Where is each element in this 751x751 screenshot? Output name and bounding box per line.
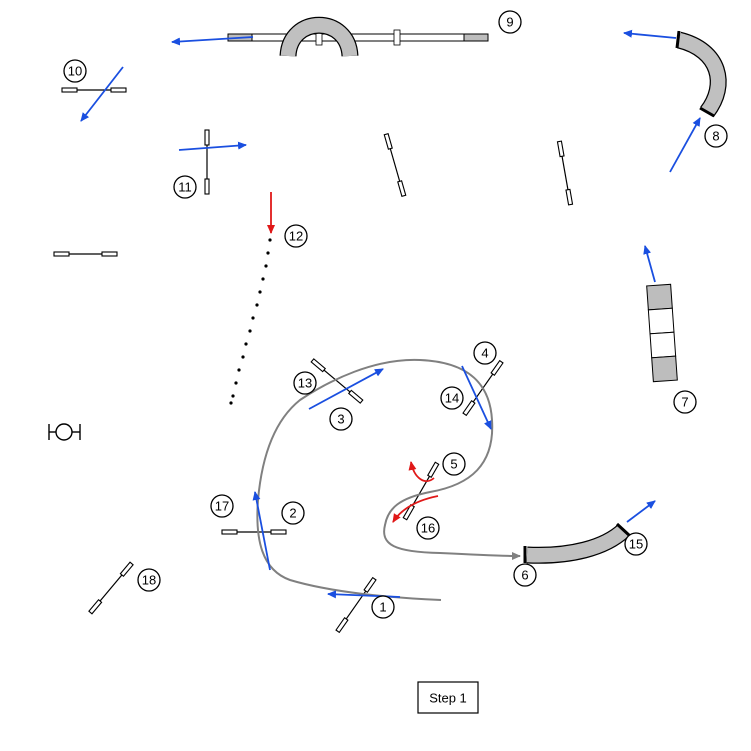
jump-2 <box>221 529 287 535</box>
number-3: 3 <box>329 407 353 431</box>
obstacle-7 <box>646 283 678 383</box>
svg-text:1: 1 <box>379 600 386 615</box>
number-9: 9 <box>498 10 522 34</box>
number-13: 13 <box>293 371 317 395</box>
svg-text:2: 2 <box>289 506 296 521</box>
svg-text:14: 14 <box>445 391 459 406</box>
number-16: 16 <box>416 516 440 540</box>
weave-poles-icon <box>229 238 272 405</box>
number-labels: 1 2 3 4 5 6 7 8 9 10 11 12 13 14 15 16 1… <box>63 10 728 619</box>
svg-text:4: 4 <box>481 346 488 361</box>
svg-text:12: 12 <box>289 229 303 244</box>
jump-right-top <box>556 140 574 206</box>
step-box: Step 1 <box>417 681 479 714</box>
tunnel-8 <box>675 30 727 118</box>
number-14: 14 <box>440 386 464 410</box>
svg-text:16: 16 <box>421 521 435 536</box>
tire-icon <box>48 423 81 441</box>
number-10: 10 <box>63 59 87 83</box>
number-18: 18 <box>137 568 161 592</box>
tunnel-6 <box>523 522 632 564</box>
svg-text:8: 8 <box>712 129 719 144</box>
jump-center-top <box>383 133 407 197</box>
number-6: 6 <box>513 563 537 587</box>
jump-11 <box>204 129 210 195</box>
number-15: 15 <box>624 532 648 556</box>
svg-text:3: 3 <box>337 412 344 427</box>
svg-text:18: 18 <box>142 573 156 588</box>
tunnel-under-dogwalk <box>279 16 359 58</box>
number-12: 12 <box>284 224 308 248</box>
svg-text:6: 6 <box>521 568 528 583</box>
jump-10 <box>61 87 127 93</box>
svg-text:5: 5 <box>450 457 457 472</box>
jump-left <box>53 251 118 257</box>
step-label: Step 1 <box>429 691 467 706</box>
jump-1 <box>335 576 377 634</box>
jump-5 <box>402 461 440 521</box>
svg-text:17: 17 <box>215 499 229 514</box>
svg-text:7: 7 <box>681 395 688 410</box>
number-2: 2 <box>281 501 305 525</box>
blue-arrows <box>80 29 701 599</box>
jump-18 <box>88 561 134 615</box>
dog-path <box>256 358 521 601</box>
number-8: 8 <box>704 124 728 148</box>
number-17: 17 <box>210 494 234 518</box>
svg-text:9: 9 <box>506 15 513 30</box>
red-arrows <box>267 192 439 523</box>
svg-text:15: 15 <box>629 537 643 552</box>
number-11: 11 <box>173 175 197 199</box>
number-5: 5 <box>442 452 466 476</box>
svg-text:13: 13 <box>298 376 312 391</box>
number-7: 7 <box>673 390 697 414</box>
jump-3 <box>310 358 364 404</box>
svg-text:10: 10 <box>68 64 82 79</box>
dogwalk <box>227 29 489 46</box>
svg-text:11: 11 <box>178 180 192 195</box>
number-4: 4 <box>473 341 497 365</box>
number-1: 1 <box>371 595 395 619</box>
